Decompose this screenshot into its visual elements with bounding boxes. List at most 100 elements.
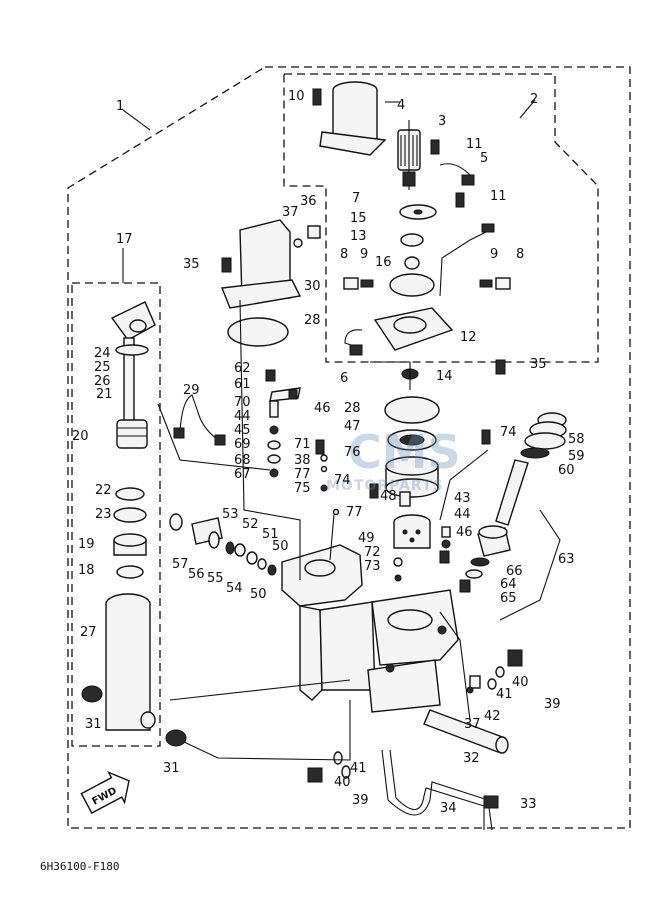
- plug-36: [307, 225, 321, 239]
- callout-c77b: 77: [346, 505, 363, 520]
- seal-23: [113, 507, 147, 523]
- callout-c48: 48: [380, 489, 397, 504]
- watermark-text: MOTORPARTS: [326, 478, 444, 494]
- valve-53: [234, 543, 246, 557]
- shaft-60: [495, 459, 529, 526]
- ball-51: [257, 558, 267, 570]
- callout-c49: 49: [358, 531, 375, 546]
- ball-44-right: [441, 539, 451, 549]
- callout-c46a: 46: [314, 401, 331, 416]
- gear-76-top: [385, 456, 439, 476]
- callout-c72: 72: [364, 545, 381, 560]
- callout-c70: 70: [234, 395, 251, 410]
- callout-c74a: 74: [500, 425, 517, 440]
- callout-c52: 52: [242, 517, 259, 532]
- leader-1: [122, 109, 151, 131]
- callout-c20: 20: [72, 429, 89, 444]
- bolt-74-right: [481, 429, 491, 445]
- callout-c8b: 8: [516, 247, 524, 262]
- callout-c60: 60: [558, 463, 575, 478]
- cylinder-27: [105, 593, 156, 731]
- callout-c69: 69: [234, 437, 251, 452]
- callout-c62: 62: [234, 361, 251, 376]
- callout-c38: 38: [294, 453, 311, 468]
- callout-c74b: 74: [334, 473, 351, 488]
- callout-c56: 56: [188, 567, 205, 582]
- pipe-29: [179, 394, 219, 441]
- callout-c66: 66: [506, 564, 523, 579]
- spring-left: [360, 279, 374, 288]
- callout-c32: 32: [463, 751, 480, 766]
- screw-11-lower: [455, 192, 465, 208]
- seal-47-bore: [399, 434, 425, 446]
- callout-c14: 14: [436, 369, 453, 384]
- callout-c37a: 37: [282, 205, 299, 220]
- armature: [397, 120, 421, 190]
- callout-c76: 76: [344, 445, 361, 460]
- callout-c12: 12: [460, 330, 477, 345]
- callout-c35a: 35: [183, 257, 200, 272]
- callout-c1: 1: [116, 99, 124, 114]
- oil-seal: [404, 256, 420, 270]
- callout-c28b: 28: [344, 401, 361, 416]
- callout-c31b: 31: [163, 761, 180, 776]
- callout-c58: 58: [568, 432, 585, 447]
- callout-c42: 42: [484, 709, 501, 724]
- tilt-cylinder-rod: [110, 301, 156, 449]
- fitting-42: [469, 675, 481, 689]
- callout-c50b: 50: [250, 587, 267, 602]
- callout-c61: 61: [234, 377, 251, 392]
- callout-c65: 65: [500, 591, 517, 606]
- leader-valve-77: [329, 513, 335, 561]
- callout-c28a: 28: [304, 313, 321, 328]
- screw-11-upper: [430, 139, 440, 155]
- callout-c75: 75: [294, 481, 311, 496]
- ring-64: [465, 569, 483, 579]
- fitting-33: [483, 795, 499, 809]
- cap-19-top: [113, 533, 147, 547]
- callout-c2: 2: [530, 92, 538, 107]
- ring-77-lower: [332, 508, 340, 516]
- ring-54: [225, 541, 235, 555]
- ring-50: [267, 564, 277, 576]
- callout-c51: 51: [262, 527, 279, 542]
- fitting-39-right: [507, 649, 523, 667]
- callout-c40a: 40: [512, 675, 529, 690]
- callout-c50a: 50: [272, 539, 289, 554]
- callout-c31a: 31: [85, 717, 102, 732]
- spring-43: [441, 526, 451, 538]
- bushing-31-right: [165, 729, 187, 747]
- callout-c64: 64: [500, 577, 517, 592]
- spring-68: [267, 454, 281, 464]
- fwd-arrow-icon: FWD: [80, 770, 130, 814]
- callout-c21: 21: [96, 387, 113, 402]
- diagram-code: 6H36100-F180: [40, 860, 119, 873]
- o-ring-37: [293, 238, 303, 248]
- motor-housing: [319, 81, 400, 156]
- callout-c55: 55: [207, 571, 224, 586]
- callout-c63: 63: [558, 552, 575, 567]
- bolt-74-mid: [369, 483, 379, 499]
- callout-c34: 34: [440, 801, 457, 816]
- callout-c41b: 41: [350, 761, 367, 776]
- callout-c9a: 9: [360, 247, 368, 262]
- gear-76-bottom: [385, 478, 439, 498]
- gasket-28-lower: [384, 396, 440, 424]
- callout-c73: 73: [364, 559, 381, 574]
- ring-57: [169, 513, 183, 531]
- callout-c8a: 8: [340, 247, 348, 262]
- bolt-35-left: [221, 257, 232, 273]
- leader-group-63: [499, 509, 561, 621]
- ball-73: [394, 574, 402, 582]
- callout-c77a: 77: [294, 467, 311, 482]
- o-ring-67: [269, 468, 279, 478]
- shaft-32-end: [495, 736, 509, 754]
- end-cover: [344, 307, 454, 356]
- callout-c25: 25: [94, 360, 111, 375]
- watermark: CMS MOTORPARTS: [326, 425, 461, 494]
- callout-c13: 13: [350, 229, 367, 244]
- ring-37-right: [466, 686, 474, 694]
